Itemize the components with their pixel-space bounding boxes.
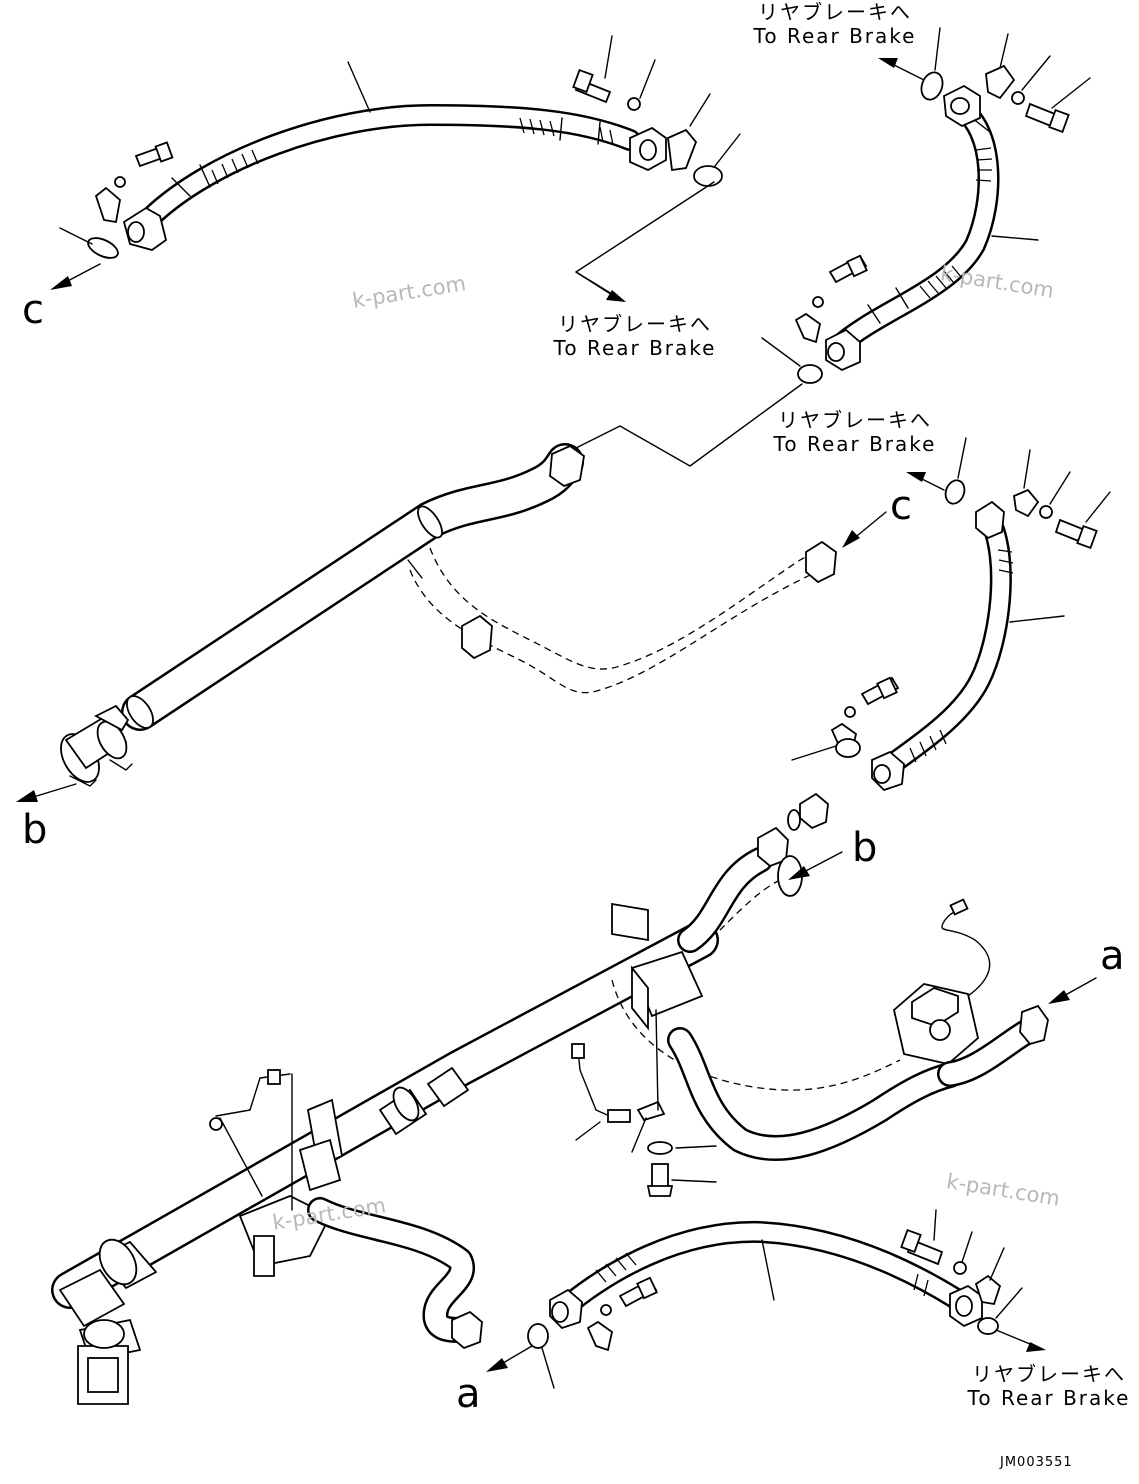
fittings-top-right <box>761 27 1091 384</box>
hose-assembly-top-left <box>122 61 667 251</box>
ref-a-right: a <box>1100 933 1125 979</box>
hose-assembly-bottom <box>549 1220 983 1330</box>
note-en: To Rear Brake <box>773 432 937 456</box>
leader-line-middle <box>559 383 803 467</box>
pipe-joint-middle <box>121 443 837 731</box>
fittings-bottom <box>527 1209 1023 1389</box>
note-en: To Rear Brake <box>553 336 717 360</box>
ref-b-left: b <box>22 807 48 853</box>
direction-arrows <box>16 58 1097 1372</box>
note-jp: リヤブレーキへ <box>558 312 712 336</box>
lower-pipe-assembly <box>51 826 803 1405</box>
valve-block <box>611 898 1049 1161</box>
ref-b-right: b <box>852 825 878 871</box>
note-jp: リヤブレーキへ <box>972 1362 1126 1386</box>
pipe-end-fitting-left <box>60 704 133 787</box>
fittings-top-left <box>59 35 741 259</box>
note-en: To Rear Brake <box>967 1386 1131 1410</box>
fittings-middle-right <box>787 437 1111 831</box>
leader-line-top <box>575 181 715 301</box>
note-rear-brake-top: リヤブレーキへ To Rear Brake <box>730 2 940 46</box>
note-jp: リヤブレーキへ <box>758 0 912 24</box>
hose-assembly-top-right <box>825 84 1039 372</box>
ref-c-right: c <box>890 483 912 529</box>
note-jp: リヤブレーキへ <box>778 408 932 432</box>
sensor-and-bolt-lower <box>571 1009 717 1197</box>
note-rear-brake-upper-middle: リヤブレーキへ To Rear Brake <box>530 314 740 358</box>
ref-a-bottom: a <box>456 1371 481 1417</box>
hose-assembly-middle-right <box>871 500 1065 792</box>
ref-c-left: c <box>22 287 44 333</box>
note-rear-brake-bottom: リヤブレーキへ To Rear Brake <box>944 1364 1139 1408</box>
note-en: To Rear Brake <box>753 24 917 48</box>
note-rear-brake-middle: リヤブレーキへ To Rear Brake <box>750 410 960 454</box>
drawing-code: JM003551 <box>1000 1455 1073 1470</box>
